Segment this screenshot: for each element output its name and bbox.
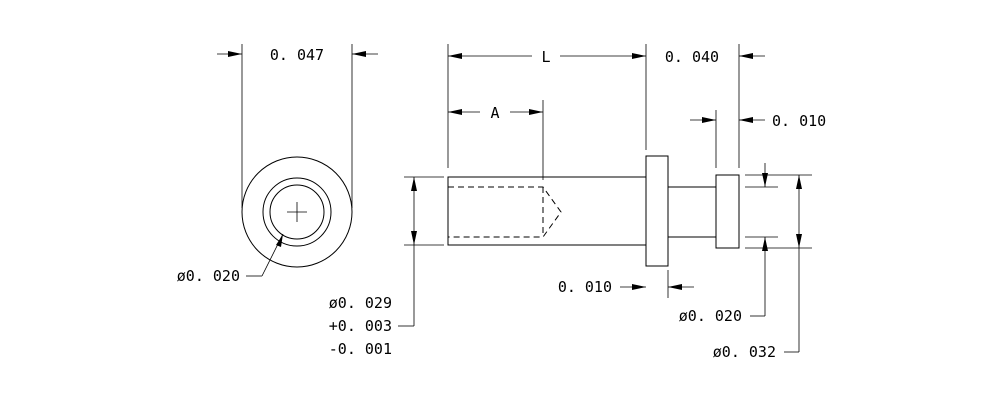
length-label: L — [541, 48, 550, 66]
flange-thickness-label: 0. 010 — [558, 278, 612, 296]
body-outline — [447, 176, 647, 246]
end-view: 0. 047 ø0. 020 — [177, 44, 378, 285]
hidden-bore — [448, 186, 562, 238]
collar-outline — [715, 174, 740, 249]
flange-to-end-label: 0. 040 — [665, 48, 719, 66]
inner-circle — [269, 184, 325, 240]
flange-outline — [645, 155, 669, 267]
collar-diameter-label: ø0. 032 — [713, 343, 776, 361]
side-view: L A 0. 040 0. 010 0. 010 ø0. 0 — [329, 44, 826, 361]
body-tolerance-plus: +0. 003 — [329, 317, 392, 335]
head-width-label: 0. 047 — [270, 46, 324, 64]
body-tolerance-minus: -0. 001 — [329, 340, 392, 358]
body-diameter-label: ø0. 029 — [329, 294, 392, 312]
middle-circle — [262, 177, 332, 247]
bore-diameter-label: ø0. 020 — [177, 267, 240, 285]
neck-diameter-label: ø0. 020 — [679, 307, 742, 325]
collar-width-label: 0. 010 — [772, 112, 826, 130]
outer-circle — [241, 156, 353, 268]
thread-depth-label: A — [490, 104, 499, 122]
